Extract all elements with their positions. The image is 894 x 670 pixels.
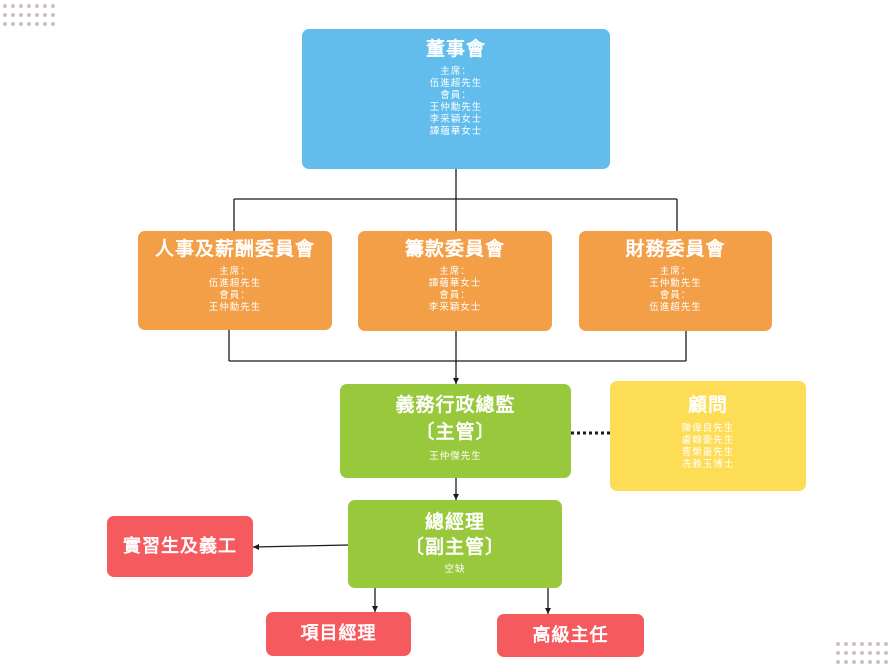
board-line: 王仲勳先生 <box>429 102 483 113</box>
fundraising-committee-line: 譚蘊華女士 <box>428 278 482 289</box>
hr-committee-line: 主席： <box>219 266 251 277</box>
executive-director-title-line1: 義務行政總監 <box>395 394 516 416</box>
board-of-directors-box: 董事會 主席： 伍進超先生 會員： 王仲勳先生 李采穎女士 譚蘊華女士 <box>302 29 610 169</box>
hr-committee-members: 主席： 伍進超先生 會員： 王仲勳先生 <box>209 266 262 314</box>
advisor-name: 冼雅玉博士 <box>681 459 735 470</box>
finance-committee-line: 伍進超先生 <box>649 302 702 313</box>
decorative-dots-bottom-right <box>836 642 888 664</box>
executive-director-name: 王仲傑先生 <box>429 451 482 462</box>
hr-committee-line: 會員： <box>219 290 251 301</box>
fundraising-committee-line: 主席： <box>439 266 471 277</box>
advisors-list: 陳偉良先生 盧翰豪先生 曹榮量先生 冼雅玉博士 <box>682 423 735 471</box>
general-manager-box: 總經理 〔副主管〕 空缺 <box>348 500 562 588</box>
advisor-name: 陳偉良先生 <box>681 423 735 434</box>
hr-committee-line: 王仲勳先生 <box>208 302 262 313</box>
board-line: 李采穎女士 <box>429 114 483 125</box>
project-manager-title: 項目經理 <box>300 623 377 644</box>
finance-committee-members: 主席： 王仲勳先生 會員： 伍進超先生 <box>649 266 702 314</box>
decorative-dots-top-left <box>3 4 55 26</box>
board-members: 主席： 伍進超先生 會員： 王仲勳先生 李采穎女士 譚蘊華女士 <box>430 66 483 138</box>
senior-supervisor-title: 高級主任 <box>532 624 609 646</box>
fundraising-committee-line: 會員： <box>439 290 471 301</box>
senior-supervisor-box: 高級主任 <box>497 614 644 657</box>
board-line: 譚蘊華女士 <box>429 126 483 137</box>
board-title: 董事會 <box>425 38 486 60</box>
general-manager-title-line2: 〔副主管〕 <box>404 536 505 558</box>
finance-committee-line: 王仲勳先生 <box>649 278 702 289</box>
project-manager-box: 項目經理 <box>266 612 411 656</box>
advisor-name: 曹榮量先生 <box>681 447 735 458</box>
general-manager-status: 空缺 <box>444 564 466 575</box>
board-line: 會員： <box>440 90 472 101</box>
advisor-name: 盧翰豪先生 <box>681 435 735 446</box>
finance-committee-line: 主席： <box>659 266 692 277</box>
general-manager-title: 總經理 〔副主管〕 <box>405 510 505 560</box>
fundraising-committee-line: 李采穎女士 <box>428 302 482 313</box>
executive-director-title-line2: 〔主管〕 <box>415 421 496 443</box>
executive-director-title: 義務行政總監 〔主管〕 <box>395 392 515 446</box>
fundraising-committee-members: 主席： 譚蘊華女士 會員： 李采穎女士 <box>429 266 482 314</box>
board-line: 伍進超先生 <box>429 78 483 89</box>
hr-committee-box: 人事及薪酬委員會 主席： 伍進超先生 會員： 王仲勳先生 <box>138 231 332 330</box>
advisors-title: 顧問 <box>687 394 728 416</box>
interns-volunteers-title: 實習生及義工 <box>123 535 237 557</box>
hr-committee-title: 人事及薪酬委員會 <box>154 238 315 260</box>
finance-committee-title: 財務委員會 <box>625 238 726 260</box>
fundraising-committee-title: 籌款委員會 <box>404 238 505 260</box>
executive-director-box: 義務行政總監 〔主管〕 王仲傑先生 <box>340 384 571 478</box>
finance-committee-line: 會員： <box>659 290 692 301</box>
general-manager-title-line1: 總經理 <box>424 511 485 533</box>
hr-committee-line: 伍進超先生 <box>208 278 262 289</box>
finance-committee-box: 財務委員會 主席： 王仲勳先生 會員： 伍進超先生 <box>579 231 772 331</box>
advisors-box: 顧問 陳偉良先生 盧翰豪先生 曹榮量先生 冼雅玉博士 <box>610 381 806 491</box>
interns-volunteers-box: 實習生及義工 <box>107 516 253 577</box>
fundraising-committee-box: 籌款委員會 主席： 譚蘊華女士 會員： 李采穎女士 <box>358 231 552 331</box>
board-line: 主席： <box>440 66 472 77</box>
